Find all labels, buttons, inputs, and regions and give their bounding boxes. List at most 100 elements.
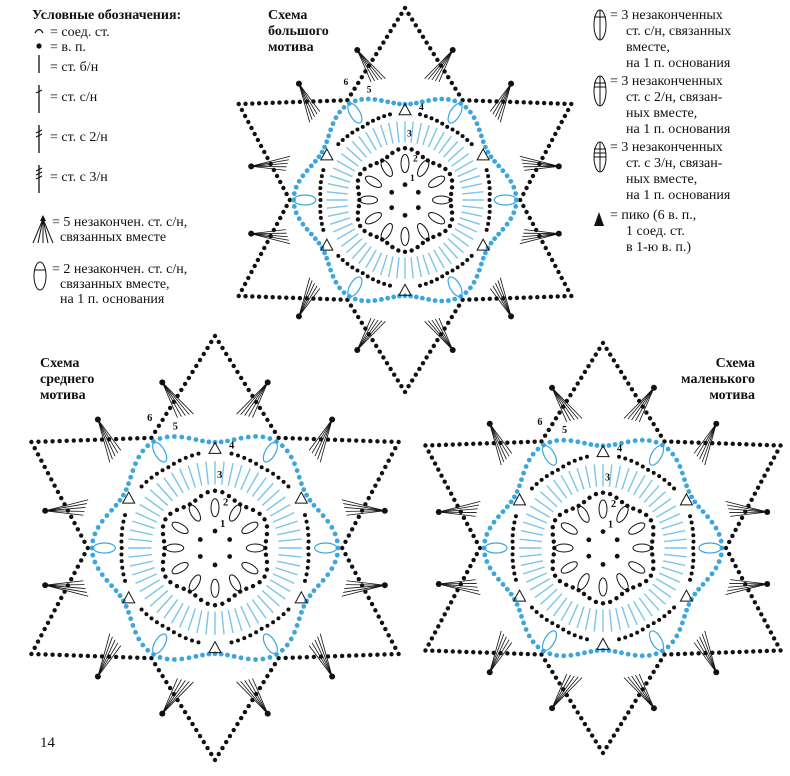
spoke-stitch [459, 217, 481, 225]
double-crochet-icon [35, 85, 43, 113]
row-number: 3 [217, 470, 222, 481]
chain-dot [477, 650, 483, 655]
chain-dot [353, 570, 358, 576]
legend-text: = 2 незакончен. ст. с/н,связанных вместе… [52, 262, 187, 307]
chain-dot [246, 275, 251, 281]
chain-dot [216, 751, 221, 757]
spoke-stitch [396, 121, 400, 143]
blue-chain-dot [225, 438, 230, 444]
chain-dot [389, 439, 394, 444]
chain-dot [257, 511, 262, 516]
chain-dot [42, 464, 47, 470]
legend-line: на 1 п. основания [626, 188, 731, 203]
blue-chain-dot [279, 647, 285, 653]
chain-dot [406, 11, 411, 16]
stitch-line [344, 584, 385, 589]
spoke-stitch [438, 246, 452, 265]
chain-dot [458, 581, 463, 587]
chain-dot [379, 470, 385, 476]
chain-dot [643, 578, 649, 584]
blue-chain-dot [140, 642, 146, 648]
chain-dot [226, 597, 232, 603]
spoke-stitch [451, 233, 470, 247]
chain-dot [402, 212, 408, 218]
chain-dot [589, 358, 595, 363]
chain-dot [582, 369, 588, 375]
stitch-line [693, 423, 717, 454]
spoke-stitch [615, 608, 622, 631]
chain-dot [395, 17, 400, 22]
chain-dot [445, 485, 451, 490]
cluster-icon [577, 573, 590, 591]
chain-dot [447, 171, 453, 177]
chain-dot [723, 545, 729, 551]
blue-chain-dot [304, 226, 310, 232]
stitch-line [356, 321, 386, 351]
chain-dot [212, 528, 218, 534]
chain-dot [229, 451, 234, 456]
chain-dot [242, 381, 248, 387]
chain-dot [262, 149, 267, 155]
chain-dot [426, 642, 431, 647]
spoke-stitch [246, 602, 260, 624]
blue-chain-dot [632, 652, 638, 658]
chain-dot [650, 539, 655, 544]
blue-chain-dot [334, 552, 340, 558]
chain-dot [657, 474, 662, 479]
chain-icon [36, 43, 42, 49]
chain-dot [625, 503, 630, 509]
blue-chain-dot [660, 442, 665, 448]
spoke-stitch [387, 256, 394, 278]
spoke-stitch [416, 256, 423, 278]
chain-dot [338, 98, 343, 103]
chain-dot [252, 131, 257, 137]
chain-dot [75, 564, 81, 569]
blue-chain-dot [299, 481, 304, 487]
spoke-stitch [351, 141, 367, 158]
spoke-stitch [658, 572, 681, 583]
blue-chain-dot [488, 240, 494, 246]
chain-dot [778, 648, 783, 653]
blue-chain-dot [432, 97, 438, 102]
chain-dot [175, 393, 180, 399]
chain-dot [220, 345, 225, 351]
chain-dot [532, 652, 537, 657]
chain-dot [615, 727, 620, 733]
chain-dot [160, 559, 166, 565]
chain-dot [365, 274, 370, 279]
chain-dot [450, 127, 455, 132]
chain-dot [43, 652, 48, 657]
chain-dot [386, 633, 391, 638]
chain-dot [464, 441, 469, 447]
chain-dot [119, 546, 124, 550]
blue-chain-dot [253, 434, 258, 439]
spoke-stitch [608, 609, 613, 632]
picot-icon [486, 420, 493, 427]
blue-chain-dot [316, 154, 322, 160]
blue-chain-dot [123, 487, 129, 493]
chain-dot [423, 648, 428, 653]
spoke-stitch [519, 538, 542, 543]
chain-dot [319, 221, 324, 226]
spoke-stitch [664, 553, 687, 558]
single-crochet-icon [38, 55, 40, 73]
chain-dot [637, 509, 642, 514]
chain-dot [264, 531, 270, 537]
chain-dot [311, 296, 316, 301]
chain-dot [669, 439, 674, 444]
chain-dot [45, 470, 51, 476]
chain-dot [302, 578, 307, 583]
blue-chain-dot [253, 657, 258, 662]
chain-dot [562, 294, 567, 299]
chain-dot [429, 279, 434, 284]
stitch-line [522, 233, 559, 238]
chain-dot [377, 349, 382, 354]
cluster-icon [228, 504, 242, 522]
row-number: 5 [367, 84, 372, 95]
chain-dot [343, 539, 348, 544]
cluster-icon [598, 499, 608, 519]
stitch-line [551, 673, 568, 709]
chain-dot [608, 739, 613, 744]
chain-dot [764, 442, 770, 448]
blue-chain-dot [332, 531, 338, 537]
